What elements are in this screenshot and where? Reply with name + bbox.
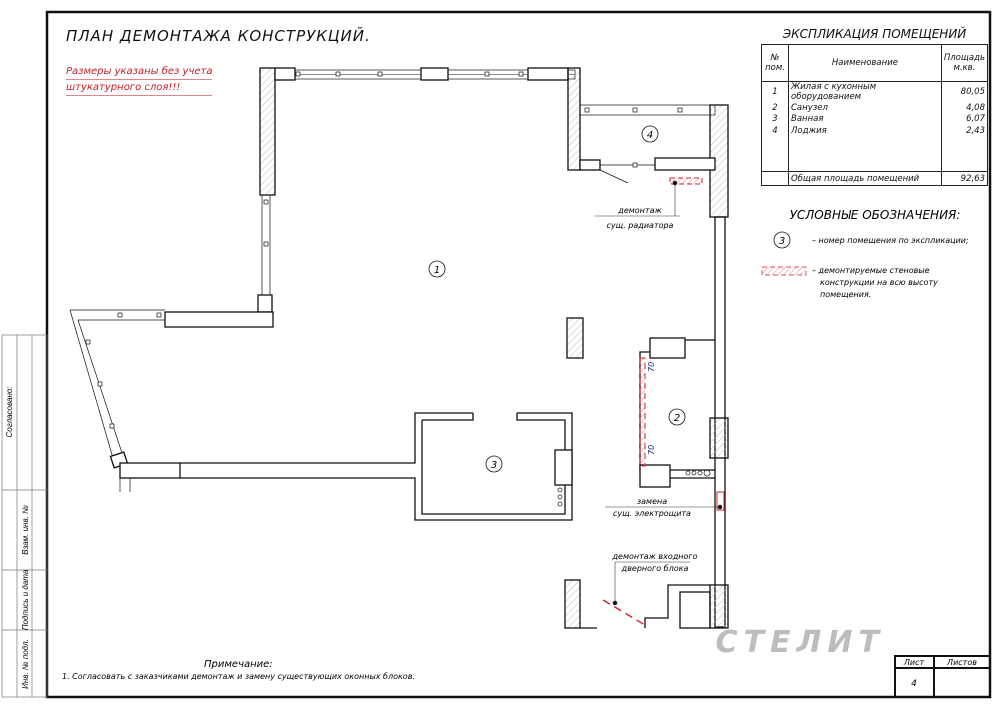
panel-callout-line2: сущ. электрощита	[613, 509, 691, 518]
row-area: 80,05	[940, 81, 989, 102]
door-callout-line2: дверного блока	[621, 564, 689, 573]
room-number-circles	[428, 125, 791, 473]
row-num: 3	[761, 113, 789, 125]
row-area: 2,43	[940, 125, 989, 137]
legend-title: УСЛОВНЫЕ ОБОЗНАЧЕНИЯ:	[790, 208, 961, 222]
door-callout-line1: демонтаж входного	[611, 552, 697, 561]
legend-room-symbol: 3	[779, 236, 785, 247]
empty-row	[761, 159, 989, 172]
row-area: 6,07	[940, 113, 989, 125]
footnote-text: 1. Согласовать с заказчиками демонтаж и …	[62, 672, 415, 681]
stamp-agreed: Согласовано:	[5, 386, 14, 437]
header-name: Наименование	[788, 44, 942, 82]
sheets-label: Листов	[946, 658, 977, 667]
callout-lines	[595, 180, 723, 606]
legend-demolish-symbol	[761, 266, 807, 276]
plaster-note-line2: штукатурного слоя!!!	[66, 80, 213, 96]
footnote-title: Примечание:	[204, 659, 273, 670]
row-num: 4	[761, 125, 789, 137]
stamp-original-inv: Инв. № подл.	[21, 639, 30, 689]
legend-demolish-line2: конструкции на всю высоту	[820, 278, 938, 287]
stamp-signature-date: Подпись и дата	[21, 569, 30, 630]
room-label-2: 2	[674, 413, 680, 424]
row-num: 1	[761, 81, 789, 102]
total-area: 92,63	[940, 171, 989, 186]
row-name: Жилая с кухонным оборудованием	[788, 81, 942, 102]
sheet-label: Лист	[903, 658, 925, 667]
legend-demolish-line1: – демонтируемые стеновые	[812, 266, 930, 275]
room-label-4: 4	[647, 130, 653, 141]
room-label-3: 3	[491, 460, 497, 471]
window-marks	[85, 71, 683, 429]
sheet-number: 4	[911, 679, 917, 689]
dimension-70-top: 70	[647, 362, 656, 372]
drawing-title: ПЛАН ДЕМОНТАЖА КОНСТРУКЦИЙ.	[66, 27, 371, 45]
walls	[69, 67, 729, 629]
plaster-note-line1: Размеры указаны без учета	[66, 64, 213, 80]
row-name: Санузел	[788, 102, 942, 114]
plaster-note: Размеры указаны без учета штукатурного с…	[66, 64, 213, 96]
empty-row	[761, 136, 989, 148]
header-num: № пом.	[761, 44, 789, 82]
total-label: Общая площадь помещений	[788, 171, 942, 186]
stamp-replaced-inv: Взам. инв. №	[21, 505, 30, 555]
room-label-1: 1	[434, 265, 440, 276]
radiator-callout-line1: демонтаж	[617, 206, 662, 215]
side-stamp-grid	[1, 334, 48, 698]
demolished-elements	[602, 177, 725, 626]
row-name: Ванная	[788, 113, 942, 125]
row-num: 2	[761, 102, 789, 114]
radiator-callout-line2: сущ. радиатора	[607, 221, 674, 230]
title-block-grid	[894, 655, 991, 698]
panel-callout-line1: замена	[637, 497, 667, 506]
explication-title: ЭКСПЛИКАЦИЯ ПОМЕЩЕНИЙ	[782, 27, 967, 41]
legend-demolish-line3: помещения.	[820, 290, 871, 299]
dimension-70-bottom: 70	[647, 445, 656, 455]
header-area: Площадь м.кв.	[940, 44, 989, 82]
legend-room-text: – номер помещения по экспликации;	[812, 236, 969, 245]
row-area: 4,08	[940, 102, 989, 114]
company-logo: СТЕЛИТ	[716, 625, 885, 660]
empty-row	[761, 148, 989, 160]
row-name: Лоджия	[788, 125, 942, 137]
